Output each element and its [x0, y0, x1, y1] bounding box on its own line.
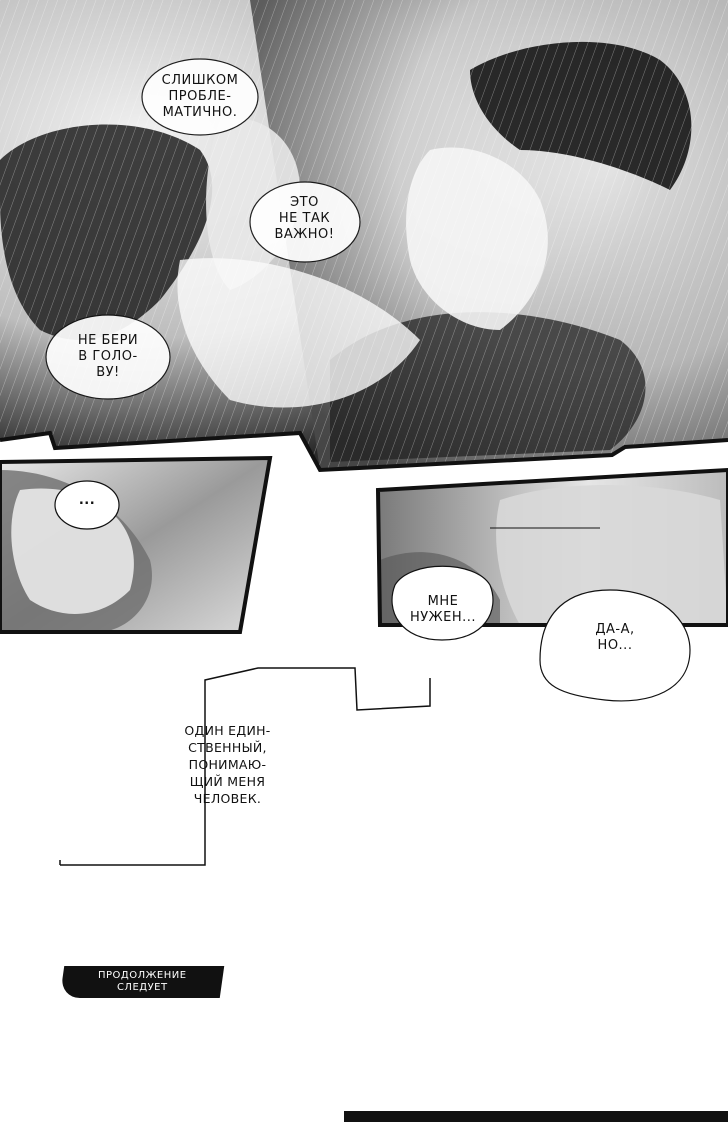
- speech-bubble-dont-worry: НЕ БЕРИ В ГОЛО- ВУ!: [77, 333, 139, 380]
- speech-bubble-not-important: ЭТО НЕ ТАК ВАЖНО!: [274, 195, 335, 242]
- narration-caption: ОДИН ЕДИН- СТВЕННЫЙ, ПОНИМАЮ- ЩИЙ МЕНЯ Ч…: [184, 723, 271, 806]
- bottom-bar: [344, 1111, 728, 1122]
- caption-frame: [60, 667, 431, 866]
- speech-bubble-ellipsis: ...: [78, 493, 96, 508]
- speech-bubble-i-need: МНЕ НУЖЕН...: [409, 594, 477, 625]
- speech-bubble-too-problematic: СЛИШКОМ ПРОБЛЕ- МАТИЧНО.: [161, 73, 239, 120]
- to-be-continued-badge: ПРОДОЛЖЕНИЕ СЛЕДУЕТ: [59, 966, 225, 998]
- to-be-continued-text: ПРОДОЛЖЕНИЕ СЛЕДУЕТ: [97, 970, 187, 993]
- speech-bubble-yes-but: ДА-А, НО...: [595, 622, 635, 653]
